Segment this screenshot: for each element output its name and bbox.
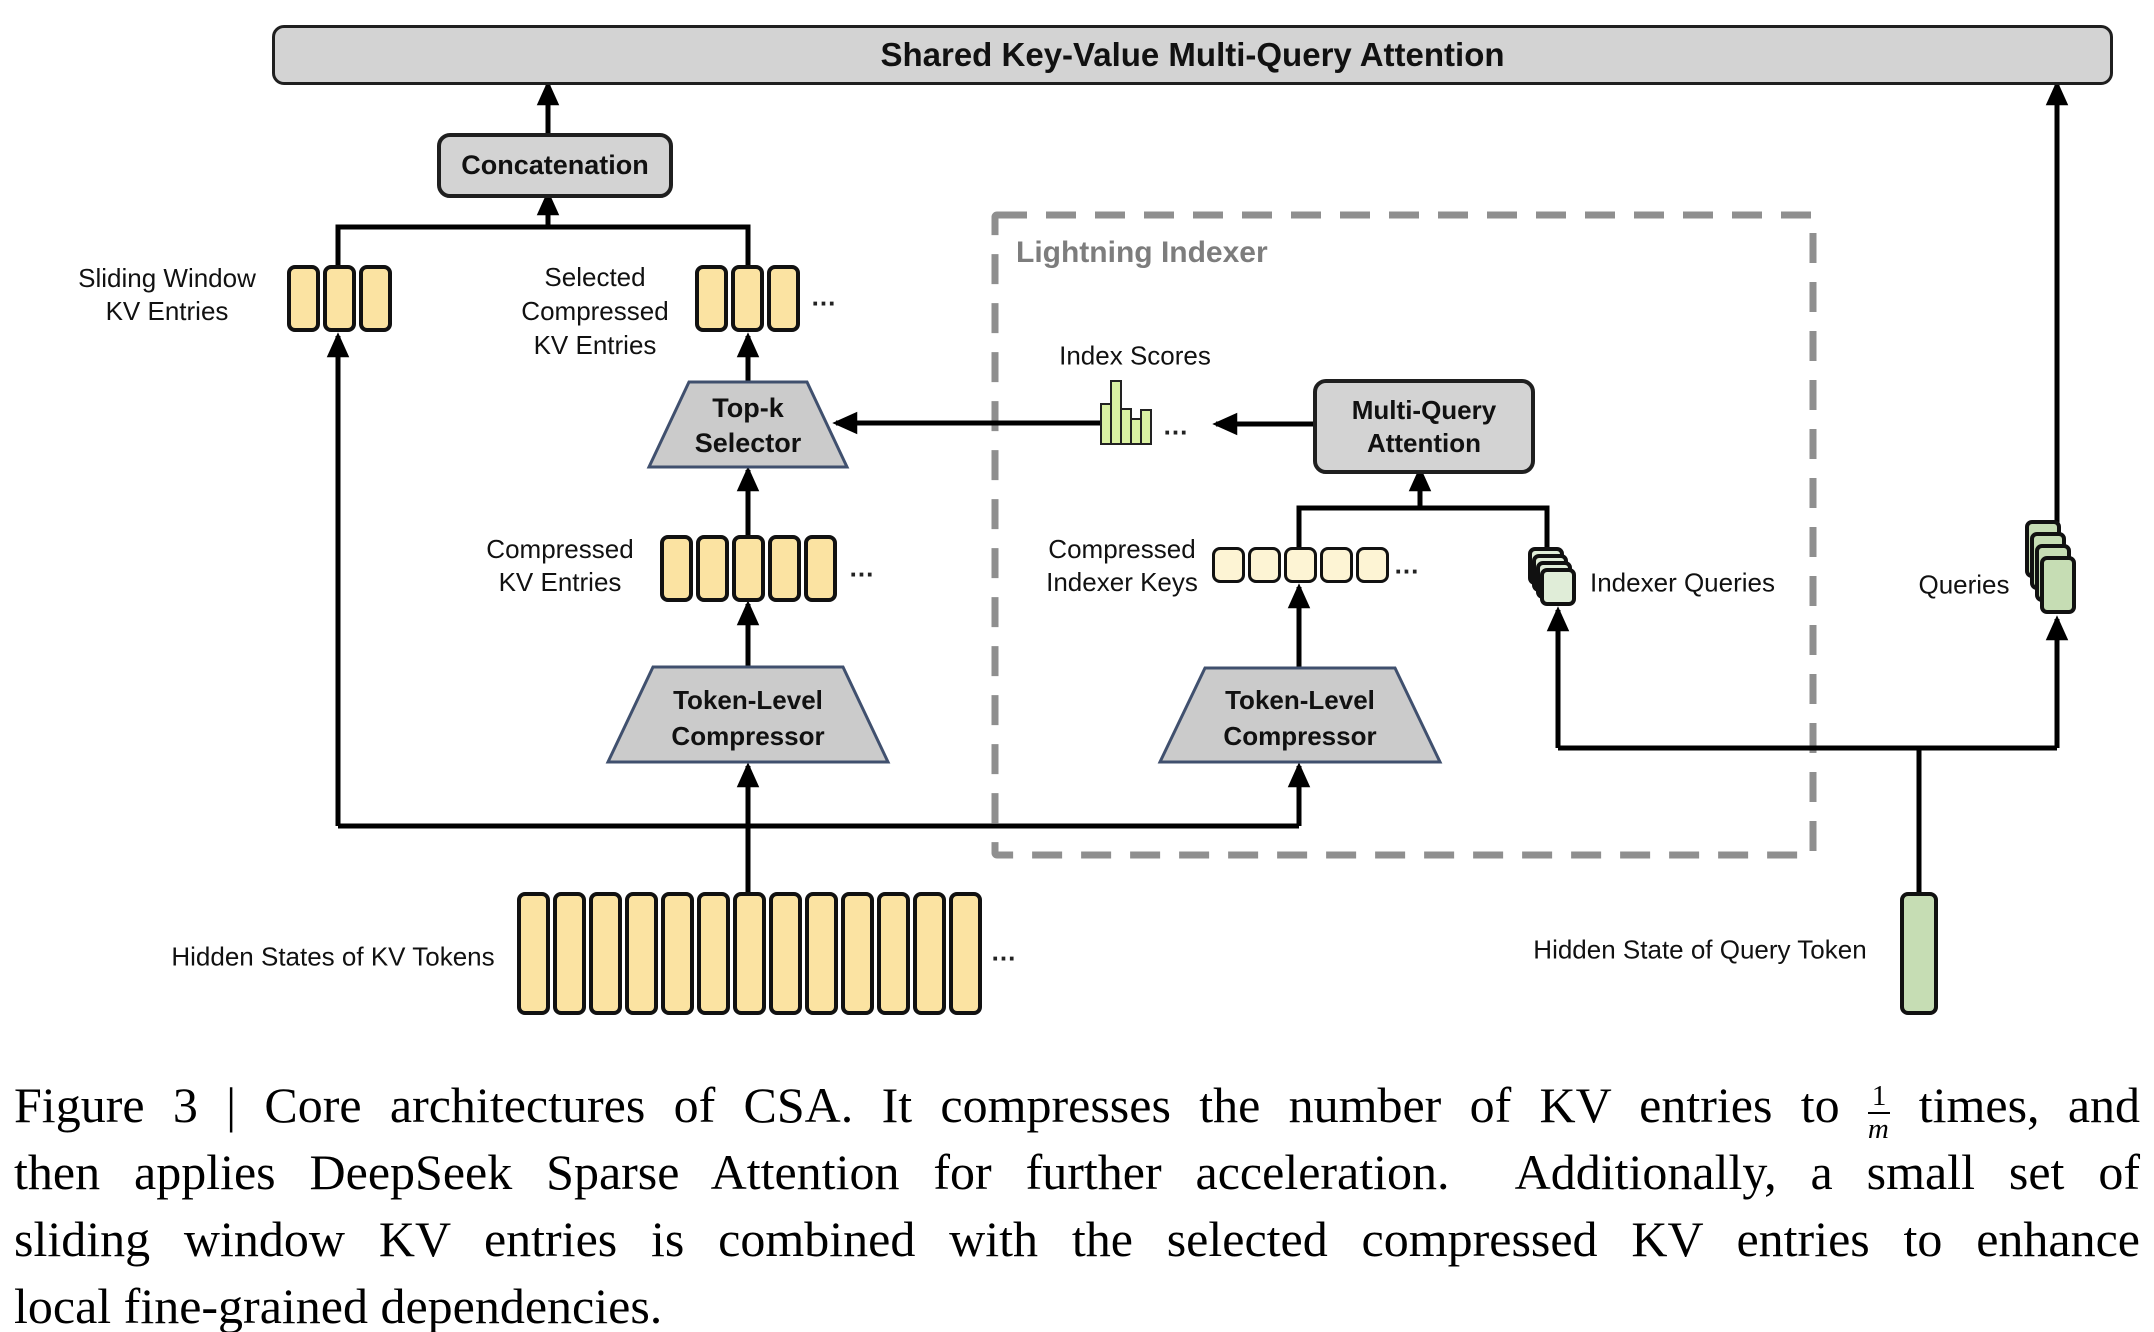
compressed-label-line2: KV Entries xyxy=(498,567,622,597)
index-scores-label: Index Scores xyxy=(1059,340,1211,371)
multi-query-attention-box: Multi-Query Attention xyxy=(1313,379,1535,474)
hidden-kv-token xyxy=(877,892,910,1015)
ellipsis-indexer-keys: ... xyxy=(1394,549,1420,580)
indexer-queries-stack-front xyxy=(1540,568,1576,606)
fraction-numerator: 1 xyxy=(1867,1080,1891,1114)
hidden-kv-token xyxy=(769,892,802,1015)
indexer-key-token xyxy=(1248,547,1281,583)
caption-line1-post: times, and xyxy=(1918,1077,2141,1133)
mqa-label-line1: Multi-Query xyxy=(1351,394,1497,425)
hidden-query-token-box xyxy=(1900,892,1938,1015)
ellipsis-index-scores: ... xyxy=(1163,410,1189,441)
selected-compressed-kv-row xyxy=(695,265,800,332)
compressor-right-line1: Token-Level xyxy=(1225,685,1375,715)
compressor-left-line1: Token-Level xyxy=(673,685,823,715)
compressed-kv-row xyxy=(660,535,837,602)
hidden-query-token-label: Hidden State of Query Token xyxy=(1533,934,1867,965)
index-scores-chart xyxy=(1100,380,1152,445)
compressor-left-line2: Compressor xyxy=(671,721,825,751)
fraction-denominator: m xyxy=(1867,1112,1889,1145)
selected-label-line1: Selected xyxy=(544,262,646,292)
selected-compressed-label: Selected Compressed KV Entries xyxy=(521,260,668,362)
hidden-kv-token xyxy=(733,892,766,1015)
concatenation-label: Concatenation xyxy=(461,150,649,180)
hidden-kv-token xyxy=(517,892,550,1015)
concatenation-box: Concatenation xyxy=(437,133,673,198)
selected-label-line3: KV Entries xyxy=(533,330,657,360)
compressed-kv-token xyxy=(732,535,765,602)
hidden-kv-token xyxy=(589,892,622,1015)
hidden-kv-token xyxy=(841,892,874,1015)
caption-line1-pre: Figure 3 | Core architectures of CSA. It… xyxy=(14,1077,1840,1133)
topk-selector-trapezoid xyxy=(646,380,850,469)
lightning-indexer-label: Lightning Indexer xyxy=(1016,236,1268,269)
ellipsis-compressed: ... xyxy=(849,552,875,583)
figure-caption: Figure 3 | Core architectures of CSA. It… xyxy=(14,1072,2140,1332)
hidden-kv-token xyxy=(625,892,658,1015)
compressor-right-line2: Compressor xyxy=(1223,721,1377,751)
caption-line-1: Figure 3 | Core architectures of CSA. It… xyxy=(14,1072,2141,1145)
selected-kv-token xyxy=(767,265,800,332)
hidden-kv-token xyxy=(805,892,838,1015)
sliding-kv-token xyxy=(323,265,356,332)
compressed-indexer-keys-label: Compressed Indexer Keys xyxy=(1046,533,1198,599)
token-level-compressor-right-label: Token-Level Compressor xyxy=(1223,682,1376,754)
selected-kv-token xyxy=(731,265,764,332)
topk-selector-label: Top-k Selector xyxy=(695,391,802,461)
hidden-kv-token xyxy=(553,892,586,1015)
topk-line2: Selector xyxy=(694,428,802,458)
indexer-queries-label: Indexer Queries xyxy=(1590,567,1775,598)
lightning-indexer-dashed-box xyxy=(991,211,1817,859)
shared-kv-attention-label: Shared Key-Value Multi-Query Attention xyxy=(880,36,1505,73)
caption-line-3: sliding window KV entries is combined wi… xyxy=(14,1211,2140,1267)
caption-line-4: local fine-grained dependencies. xyxy=(14,1278,663,1332)
hidden-kv-tokens-label: Hidden States of KV Tokens xyxy=(171,941,495,972)
ellipsis-selected: ... xyxy=(811,281,837,312)
token-level-compressor-left-label: Token-Level Compressor xyxy=(671,682,824,754)
compressed-kv-token xyxy=(660,535,693,602)
indexer-keys-label-line2: Indexer Keys xyxy=(1046,567,1198,597)
hidden-kv-token xyxy=(949,892,982,1015)
selected-label-line2: Compressed xyxy=(521,296,669,326)
queries-stack-front xyxy=(2040,556,2076,614)
indexer-key-token xyxy=(1284,547,1317,583)
topk-line1: Top-k xyxy=(712,393,784,423)
indexer-key-token xyxy=(1212,547,1245,583)
index-score-bar xyxy=(1140,409,1152,445)
sliding-window-label: Sliding Window KV Entries xyxy=(78,262,256,328)
sliding-kv-token xyxy=(287,265,320,332)
queries-label: Queries xyxy=(1918,569,2010,600)
compressed-kv-label: Compressed KV Entries xyxy=(486,533,633,599)
indexer-key-token xyxy=(1356,547,1389,583)
hidden-kv-token xyxy=(661,892,694,1015)
sliding-label-line1: Sliding Window xyxy=(78,263,256,293)
sliding-kv-token xyxy=(359,265,392,332)
indexer-keys-label-line1: Compressed xyxy=(1048,534,1196,564)
hidden-kv-token xyxy=(697,892,730,1015)
compressed-label-line1: Compressed xyxy=(486,534,634,564)
merge-bracket xyxy=(335,224,751,265)
ellipsis-kv-tokens: ... xyxy=(991,936,1017,967)
compressed-kv-token xyxy=(804,535,837,602)
caption-line-2: then applies DeepSeek Sparse Attention f… xyxy=(14,1144,2140,1200)
sliding-label-line2: KV Entries xyxy=(105,296,229,326)
sliding-window-kv-row xyxy=(287,265,392,332)
compressed-indexer-keys-row xyxy=(1212,547,1389,583)
shared-kv-attention-box: Shared Key-Value Multi-Query Attention xyxy=(272,25,2113,85)
selected-kv-token xyxy=(695,265,728,332)
mqa-label-line2: Attention xyxy=(1366,427,1482,458)
token-level-compressor-left-trapezoid xyxy=(605,665,891,764)
compressed-kv-token xyxy=(696,535,729,602)
token-level-compressor-right-trapezoid xyxy=(1157,666,1443,764)
hidden-kv-token xyxy=(913,892,946,1015)
keys-queries-junction xyxy=(1296,505,1550,558)
indexer-key-token xyxy=(1320,547,1353,583)
hidden-states-kv-row xyxy=(517,892,982,1015)
compressed-kv-token xyxy=(768,535,801,602)
